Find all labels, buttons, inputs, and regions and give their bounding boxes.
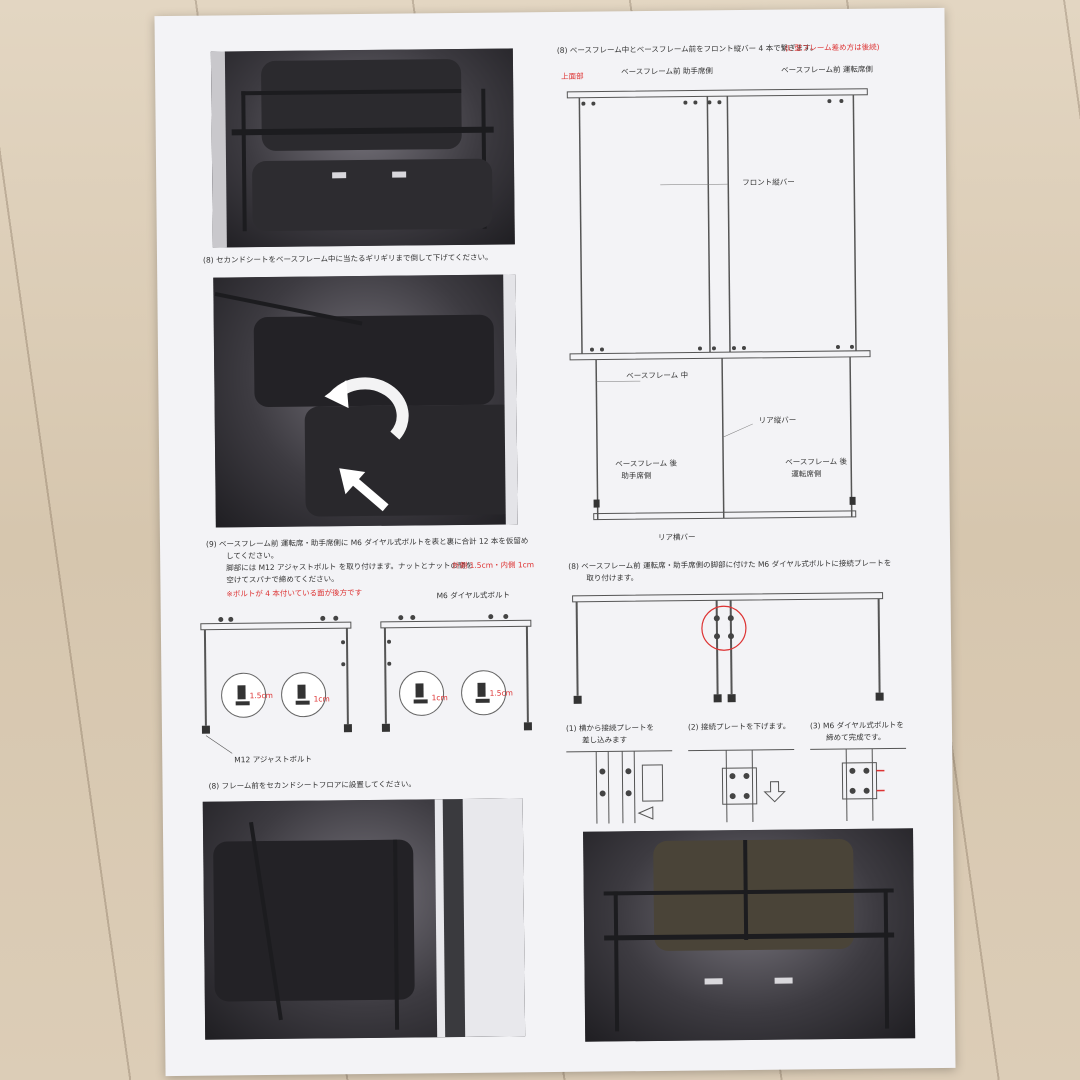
step-9-line-3b: 外側 1.5cm・内側 1cm <box>452 560 535 571</box>
rear-driver-label-1: ベースフレーム 後 <box>785 456 848 467</box>
plate-step-1-a: (1) 横から接続プレートを <box>565 722 655 733</box>
push-arrow-icon <box>339 468 389 512</box>
diagram-plate-steps <box>566 747 907 824</box>
photo-frame-on-floor <box>202 798 526 1040</box>
dim-outer-right: 1.5cm <box>489 688 513 698</box>
m6-dial-bolt-label: M6 ダイヤル式ボルト <box>436 590 511 601</box>
rotate-arrow-icon <box>324 377 409 440</box>
dim-inner-left: 1cm <box>313 694 330 704</box>
diagram-front-frame-bolts <box>200 614 532 754</box>
step-8-plate-line-1: (8) ベースフレーム前 運転席・助手席側の脚部に付けた M6 ダイヤル式ボルト… <box>568 558 892 571</box>
photo-second-seat-folding <box>213 274 518 528</box>
dim-outer-left: 1.5cm <box>249 690 273 701</box>
plate-step-3-b: 締めて完成です。 <box>826 732 886 743</box>
plate-step-1-b: 差し込みます <box>582 735 628 745</box>
plate-step-3-a: (3) M6 ダイヤル式ボルトを <box>809 720 904 731</box>
front-vertical-bar-label: フロント縦バー <box>742 177 795 188</box>
step-8b-caption: (8) フレーム前をセカンドシートフロアに設置してください。 <box>208 779 416 791</box>
step-8-top-caption: (8) ベースフレーム中とベースフレーム前をフロント縦バー 4 本で繋ぎます。 <box>556 43 818 55</box>
rear-horizontal-bar-label: リア横バー <box>657 532 696 542</box>
step-9-line-3a: 脚部には M12 アジャストボルト を取り付けます。ナットとナットの間を <box>226 560 474 573</box>
diagram-connecting-plate-frame <box>572 592 884 704</box>
m12-adjust-bolt-label: M12 アジャストボルト <box>234 754 313 765</box>
rear-passenger-label-2: 助手席側 <box>621 470 652 481</box>
front-driver-label: ベースフレーム前 運転席側 <box>781 64 873 75</box>
plate-step-2: (2) 接続プレートを下げます。 <box>687 721 791 732</box>
dim-inner-right: 1cm <box>431 693 448 703</box>
photo-cargo-area-frame <box>210 48 515 248</box>
step-9-line-2: してください。 <box>226 550 279 561</box>
rear-driver-label-2: 運転席側 <box>791 469 822 479</box>
upper-surface-label: 上面部 <box>561 71 584 81</box>
base-frame-middle-label: ベースフレーム 中 <box>626 370 689 381</box>
step-9-line-4: 空けてスパナで締めてください。 <box>226 574 339 585</box>
step-8a-caption: (8) セカンドシートをベースフレーム中に当たるギリギリまで倒して下げてください… <box>202 252 493 265</box>
rear-passenger-label-1: ベースフレーム 後 <box>615 458 678 469</box>
photo-assembled-frame <box>583 828 916 1042</box>
step-9-line-1: (9) ベースフレーム前 運転席・助手席側に M6 ダイヤル式ボルトを表と裏に合… <box>205 536 529 549</box>
diagram-base-frame-assembly <box>566 88 871 521</box>
front-passenger-label: ベースフレーム前 助手席側 <box>621 66 713 77</box>
rear-vertical-bar-label: リア縦バー <box>758 415 797 425</box>
step-8-plate-line-2: 取り付けます。 <box>586 573 639 583</box>
instruction-sheet: (8) セカンドシートをベースフレーム中に当たるギリギリまで倒して下げてください… <box>154 7 956 1077</box>
step-8-top-caption-red: (L 型フレーム差め方は後続) <box>784 42 880 53</box>
